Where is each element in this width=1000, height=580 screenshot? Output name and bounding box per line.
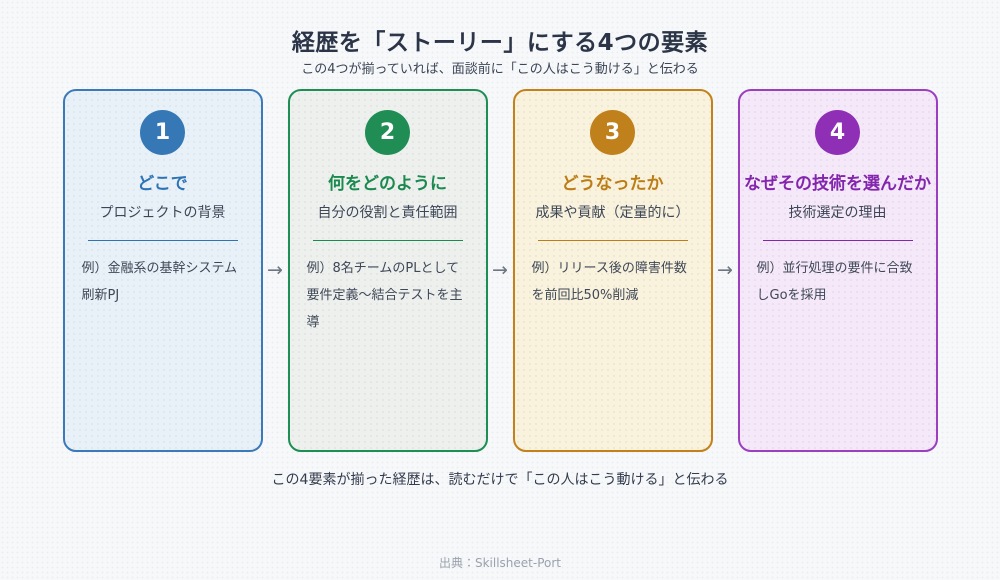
step-card-3: 3 どうなったか 成果や貢献（定量的に） 例）リリース後の障害件数を前回比50%… — [512, 89, 713, 452]
step-card-1: 1 どこで プロジェクトの背景 例）金融系の基幹システム刷新PJ — [62, 89, 263, 452]
source-text: 出典：Skillsheet-Port — [438, 556, 562, 570]
step-card-4: 4 なぜその技術を選んだか 技術選定の理由 例）並行処理の要件に合致しGoを採用 — [737, 89, 938, 452]
step-subtitle: プロジェクトの背景 — [99, 205, 226, 221]
step-example: 例）金融系の基幹システム刷新PJ — [81, 261, 238, 303]
right-arrow-icon: → — [492, 259, 508, 281]
right-arrow-icon: → — [267, 259, 283, 281]
header: 経歴を「ストーリー」にする4つの要素 この4つが揃っていれば、面談前に「この人は… — [0, 0, 1000, 79]
step-example: 例）並行処理の要件に合致しGoを採用 — [756, 261, 913, 303]
divider — [762, 240, 913, 241]
arrow-cell: → — [713, 89, 738, 452]
step-title: なぜその技術を選んだか — [744, 174, 931, 194]
step-subtitle: 自分の役割と責任範囲 — [317, 205, 458, 221]
summary-text: この4要素が揃った経歴は、読むだけで「この人はこう動ける」と伝わる — [271, 472, 729, 488]
step-subtitle: 成果や貢献（定量的に） — [535, 205, 690, 221]
divider — [312, 240, 463, 241]
step-number-badge: 2 — [365, 110, 410, 155]
step-number-badge: 3 — [590, 110, 635, 155]
step-example: 例）8名チームのPLとして要件定義〜結合テストを主導 — [306, 261, 463, 330]
divider — [87, 240, 238, 241]
page-subtitle: この4つが揃っていれば、面談前に「この人はこう動ける」と伝わる — [301, 62, 699, 77]
step-subtitle: 技術選定の理由 — [788, 205, 887, 221]
step-card-2: 2 何をどのように 自分の役割と責任範囲 例）8名チームのPLとして要件定義〜結… — [287, 89, 488, 452]
arrow-cell: → — [263, 89, 288, 452]
page-title: 経歴を「ストーリー」にする4つの要素 — [291, 30, 709, 56]
right-arrow-icon: → — [717, 259, 733, 281]
arrow-cell: → — [488, 89, 513, 452]
step-title: どこで — [137, 174, 188, 194]
step-title: どうなったか — [561, 174, 664, 194]
step-example: 例）リリース後の障害件数を前回比50%削減 — [531, 261, 687, 303]
steps-row: 1 どこで プロジェクトの背景 例）金融系の基幹システム刷新PJ → 2 何をど… — [0, 89, 1000, 452]
step-number-badge: 4 — [815, 110, 860, 155]
step-title: 何をどのように — [328, 174, 447, 194]
divider — [537, 240, 688, 241]
step-number-badge: 1 — [140, 110, 185, 155]
